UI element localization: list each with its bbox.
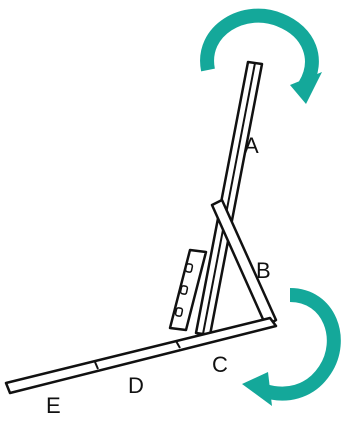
panel-a <box>168 60 264 337</box>
label-a: A <box>244 133 259 158</box>
base-panel <box>4 316 278 395</box>
label-e: E <box>46 393 61 418</box>
rotate-arrow-bottom-icon <box>242 288 341 406</box>
label-c: C <box>212 352 228 377</box>
label-b: B <box>256 258 271 283</box>
rotate-arrow-top-icon <box>200 8 322 104</box>
panel-b <box>210 198 278 328</box>
label-d: D <box>128 373 144 398</box>
